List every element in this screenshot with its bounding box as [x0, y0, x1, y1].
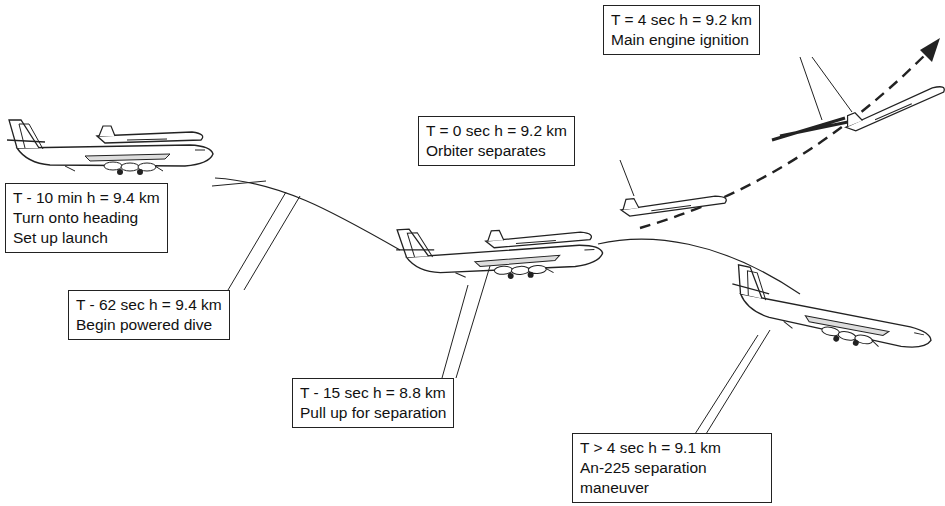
action-label: Pull up for separation — [300, 403, 446, 423]
callout-box: T = 4 sec h = 9.2 kmMain engine ignition — [603, 5, 760, 55]
action-label: Main engine ignition — [611, 30, 752, 50]
action-label: Set up launch — [13, 228, 160, 248]
callout-box: T - 62 sec h = 9.4 kmBegin powered dive — [68, 290, 230, 340]
time-label: T - 10 min h = 9.4 km — [13, 188, 160, 208]
time-label: T = 4 sec h = 9.2 km — [611, 10, 752, 30]
time-label: T = 0 sec h = 9.2 km — [426, 121, 567, 141]
time-label: T - 15 sec h = 8.8 km — [300, 383, 446, 403]
time-label: T - 62 sec h = 9.4 km — [76, 295, 222, 315]
action-label: Turn onto heading — [13, 208, 160, 228]
callout-box: T - 10 min h = 9.4 kmTurn onto headingSe… — [5, 183, 168, 253]
callout-box: T - 15 sec h = 8.8 kmPull up for separat… — [292, 378, 454, 428]
action-label: An-225 separation maneuver — [580, 458, 764, 498]
action-label: Orbiter separates — [426, 141, 567, 161]
time-label: T > 4 sec h = 9.1 km — [580, 438, 764, 458]
action-label: Begin powered dive — [76, 315, 222, 335]
callout-box: T > 4 sec h = 9.1 kmAn-225 separation ma… — [572, 433, 772, 503]
callout-box: T = 0 sec h = 9.2 kmOrbiter separates — [418, 116, 575, 166]
